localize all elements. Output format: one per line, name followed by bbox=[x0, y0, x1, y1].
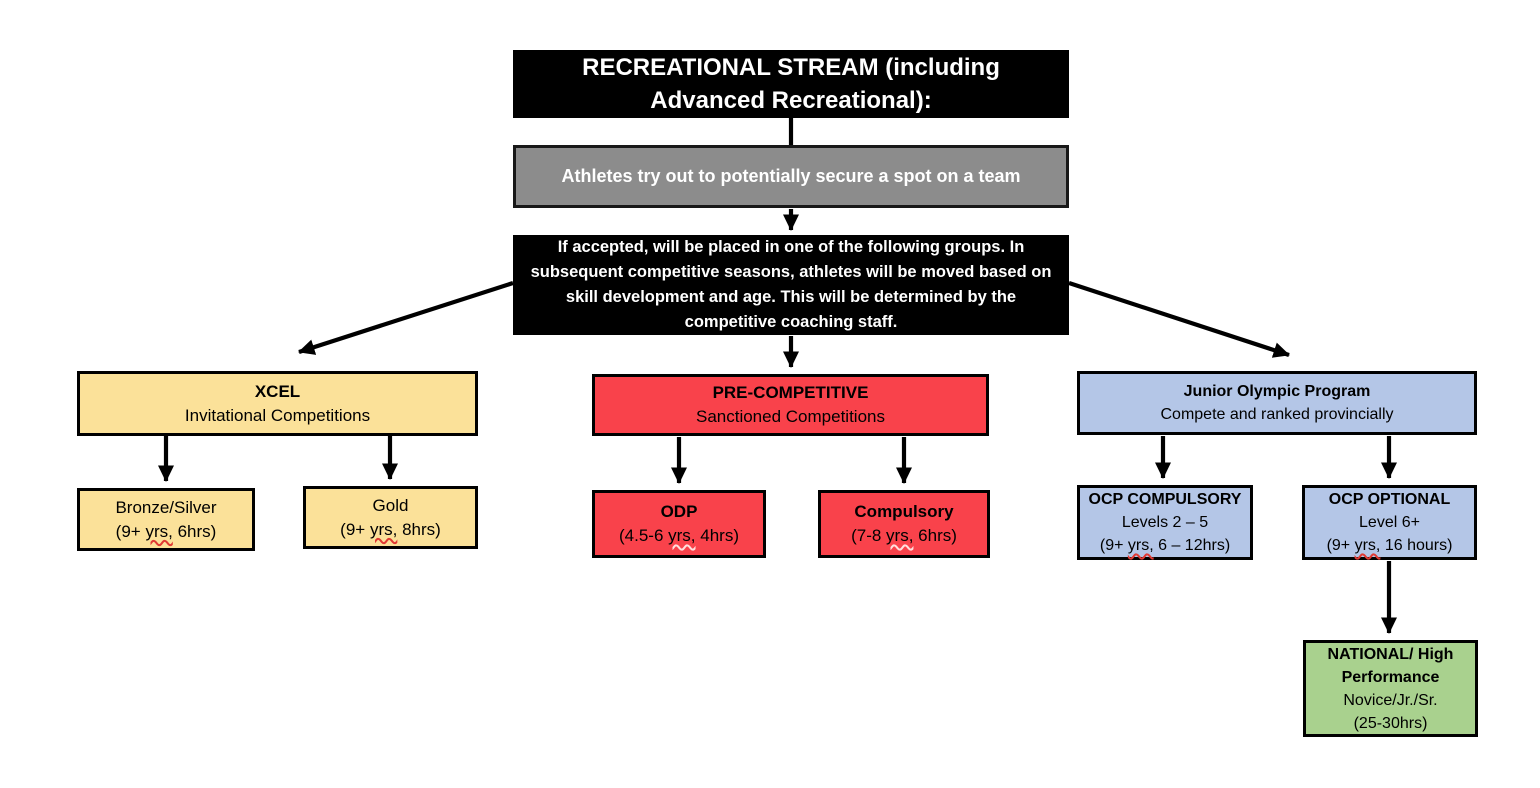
arrow-placement-to-xcel bbox=[298, 281, 514, 355]
bronze-silver-box: Bronze/Silver (9+ yrs, 6hrs) bbox=[77, 488, 255, 551]
detail-text: (9+ bbox=[340, 519, 370, 539]
recreational-stream-title: RECREATIONAL STREAM (including Advanced … bbox=[582, 54, 1000, 114]
spellcheck-squiggle-word: yrs, bbox=[145, 521, 173, 541]
ocp-compulsory-box: OCP COMPULSORY Levels 2 – 5 (9+ yrs, 6 –… bbox=[1077, 485, 1253, 560]
spellcheck-squiggle-word: yrs, bbox=[1127, 537, 1154, 554]
bronze-silver-title: Bronze/Silver bbox=[115, 497, 217, 517]
detail-text: 8hrs) bbox=[397, 519, 441, 539]
xcel-branch-box: XCEL Invitational Competitions bbox=[77, 371, 478, 436]
ocp-optional-level: Level 6+ bbox=[1359, 514, 1420, 531]
odp-box: ODP (4.5-6 yrs, 4hrs) bbox=[592, 490, 766, 558]
ocp-compulsory-detail: (9+ yrs, 6 – 12hrs) bbox=[1100, 534, 1230, 557]
ocp-optional-title: OCP OPTIONAL bbox=[1328, 491, 1451, 508]
bronze-silver-detail: (9+ yrs, 6hrs) bbox=[116, 520, 217, 544]
placement-text: If accepted, will be placed in one of th… bbox=[530, 238, 1052, 331]
detail-text: 6hrs) bbox=[172, 521, 217, 541]
detail-text: (4.5-6 bbox=[619, 526, 669, 545]
national-hours: (25-30hrs) bbox=[1353, 714, 1428, 732]
tryout-text: Athletes try out to potentially secure a… bbox=[561, 166, 1021, 186]
xcel-title: XCEL bbox=[254, 381, 301, 401]
odp-title: ODP bbox=[660, 502, 698, 521]
junior-olympic-branch-box: Junior Olympic Program Compete and ranke… bbox=[1077, 371, 1477, 435]
arrow-placement-to-junior-olympic bbox=[1068, 281, 1290, 358]
national-title-line1: NATIONAL/ High bbox=[1327, 645, 1454, 663]
detail-text: (9+ bbox=[1099, 537, 1128, 554]
ocp-optional-detail: (9+ yrs, 16 hours) bbox=[1327, 534, 1453, 557]
pre-competitive-title: PRE-COMPETITIVE bbox=[712, 383, 869, 402]
compulsory-box: Compulsory (7-8 yrs, 6hrs) bbox=[818, 490, 990, 558]
ocp-compulsory-level: Levels 2 – 5 bbox=[1121, 514, 1209, 531]
gold-title: Gold bbox=[372, 495, 409, 515]
spellcheck-squiggle-word: yrs, bbox=[668, 526, 696, 545]
gold-box: Gold (9+ yrs, 8hrs) bbox=[303, 486, 478, 549]
spellcheck-squiggle-word: yrs, bbox=[886, 526, 914, 545]
junior-olympic-title: Junior Olympic Program bbox=[1183, 383, 1371, 400]
detail-text: (9+ bbox=[115, 521, 146, 541]
odp-detail: (4.5-6 yrs, 4hrs) bbox=[619, 524, 739, 548]
compulsory-detail: (7-8 yrs, 6hrs) bbox=[851, 524, 957, 548]
pre-competitive-branch-box: PRE-COMPETITIVE Sanctioned Competitions bbox=[592, 374, 989, 436]
gold-detail: (9+ yrs, 8hrs) bbox=[340, 518, 441, 542]
placement-description-box: If accepted, will be placed in one of th… bbox=[513, 235, 1069, 335]
ocp-optional-box: OCP OPTIONAL Level 6+ (9+ yrs, 16 hours) bbox=[1302, 485, 1477, 560]
pre-competitive-subtitle: Sanctioned Competitions bbox=[695, 407, 885, 426]
recreational-stream-header: RECREATIONAL STREAM (including Advanced … bbox=[513, 50, 1069, 118]
spellcheck-squiggle-word: yrs, bbox=[369, 519, 398, 539]
detail-text: (7-8 bbox=[851, 526, 887, 545]
detail-text: (9+ bbox=[1326, 537, 1355, 554]
xcel-subtitle: Invitational Competitions bbox=[184, 405, 371, 425]
national-high-performance-box: NATIONAL/ High Performance Novice/Jr./Sr… bbox=[1303, 640, 1478, 737]
national-title-line2: Performance bbox=[1341, 668, 1440, 686]
ocp-compulsory-title: OCP COMPULSORY bbox=[1088, 491, 1242, 508]
junior-olympic-subtitle: Compete and ranked provincially bbox=[1160, 406, 1394, 423]
detail-text: 6hrs) bbox=[913, 526, 957, 545]
detail-text: 4hrs) bbox=[695, 526, 739, 545]
tryout-step-box: Athletes try out to potentially secure a… bbox=[513, 145, 1069, 208]
compulsory-title: Compulsory bbox=[854, 502, 954, 521]
spellcheck-squiggle-word: yrs, bbox=[1354, 537, 1381, 554]
detail-text: 6 – 12hrs) bbox=[1153, 537, 1231, 554]
national-levels: Novice/Jr./Sr. bbox=[1343, 691, 1438, 709]
detail-text: 16 hours) bbox=[1380, 537, 1453, 554]
